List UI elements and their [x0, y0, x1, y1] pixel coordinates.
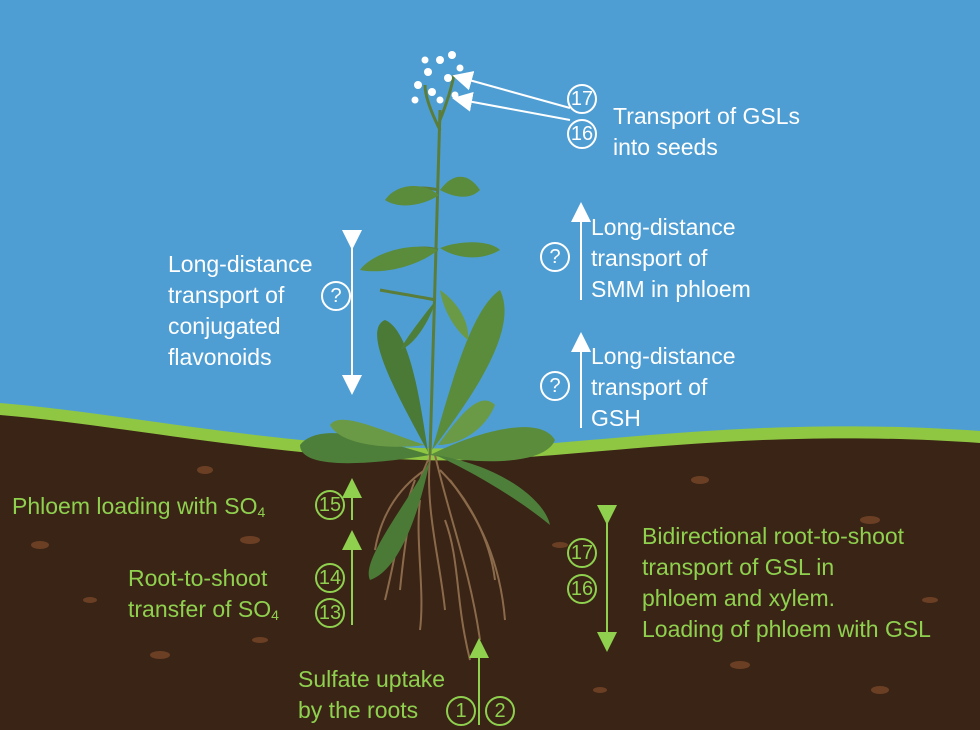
flavonoid-question-badge: ? — [321, 281, 351, 311]
flavonoid-label-line4: flavonoids — [168, 344, 272, 370]
root-shoot-label-line2: transfer of SO4 — [128, 594, 279, 631]
step-1-badge: 1 — [446, 696, 476, 726]
seed-arrow-lower — [452, 91, 571, 121]
subscript: 4 — [257, 504, 266, 520]
bidirectional-label-line3: phloem and xylem. — [642, 585, 836, 611]
step-number: 1 — [455, 700, 467, 722]
smm-label-line3: SMM in phloem — [591, 276, 751, 302]
seeds-label-line2: into seeds — [613, 134, 718, 160]
step-16-badge: 16 — [567, 119, 597, 149]
step-13-badge: 13 — [315, 598, 345, 628]
flavonoid-label-line1: Long-distance — [168, 251, 313, 277]
step-number: 16 — [570, 578, 594, 600]
bidirectional-label-line1: Bidirectional root-to-shoot — [642, 523, 905, 549]
uptake-label-line1: Sulfate uptake — [298, 666, 446, 692]
gsh-label-line2: transport of — [591, 374, 708, 400]
gsh-label-line3: GSH — [591, 405, 641, 431]
step-number: 17 — [570, 542, 594, 564]
flavonoid-label-line3: conjugated — [168, 313, 281, 339]
step-2-badge: 2 — [485, 696, 515, 726]
step-number: 15 — [318, 494, 342, 516]
root-shoot-text: transfer of SO — [128, 596, 272, 622]
plant-roots — [374, 454, 506, 661]
step-number: 14 — [318, 567, 342, 589]
seeds-label-line1: Transport of GSLs — [613, 103, 801, 129]
step-15-badge: 15 — [315, 490, 345, 520]
bidirectional-label-line2: transport of GSL in — [642, 554, 835, 580]
question-mark: ? — [549, 375, 561, 397]
gsh-question-badge: ? — [540, 371, 570, 401]
phloem-loading-text: Phloem loading with SO — [12, 493, 258, 519]
subscript: 4 — [271, 607, 279, 623]
plant-leaves — [300, 290, 555, 580]
step-14-badge: 14 — [315, 563, 345, 593]
bidirectional-label-line4: Loading of phloem with GSL — [642, 616, 931, 642]
smm-question-badge: ? — [540, 242, 570, 272]
root-shoot-label-line1: Root-to-shoot — [128, 565, 268, 591]
question-mark: ? — [330, 285, 342, 307]
step-number: 2 — [494, 700, 506, 722]
step-number: 16 — [570, 123, 594, 145]
soil-ground — [0, 410, 980, 730]
smm-label-line2: transport of — [591, 245, 708, 271]
smm-label-line1: Long-distance — [591, 214, 736, 240]
soil-specks — [31, 466, 938, 694]
step-number: 13 — [318, 602, 342, 624]
seed-arrow-upper — [452, 71, 571, 109]
uptake-label-line2: by the roots — [298, 697, 419, 723]
question-mark: ? — [549, 246, 561, 268]
step-16-green-badge: 16 — [567, 574, 597, 604]
step-17-green-badge: 17 — [567, 538, 597, 568]
step-number: 17 — [570, 88, 594, 110]
step-17-badge: 17 — [567, 84, 597, 114]
phloem-loading-label: Phloem loading with SO4 — [12, 491, 265, 528]
flavonoid-label-line2: transport of — [168, 282, 285, 308]
gsh-label-line1: Long-distance — [591, 343, 736, 369]
stem-leaves — [360, 176, 500, 350]
